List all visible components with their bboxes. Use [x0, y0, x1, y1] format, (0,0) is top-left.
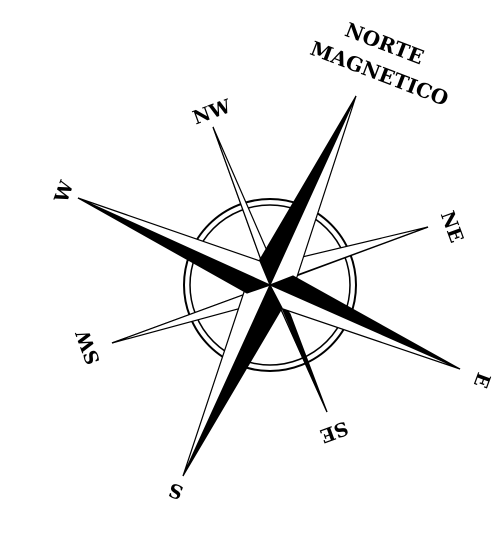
cardinal-points [78, 96, 460, 476]
w-label: W [50, 178, 79, 207]
east-point-dark [270, 276, 460, 369]
sw-label: SW [72, 326, 105, 367]
s-label: S [166, 478, 186, 503]
ne-label: NE [436, 208, 468, 245]
east-point-light [270, 285, 460, 369]
se-label: SE [317, 416, 351, 446]
west-point-dark [78, 198, 270, 293]
e-label: E [469, 369, 495, 390]
nw-label: NW [190, 95, 235, 129]
